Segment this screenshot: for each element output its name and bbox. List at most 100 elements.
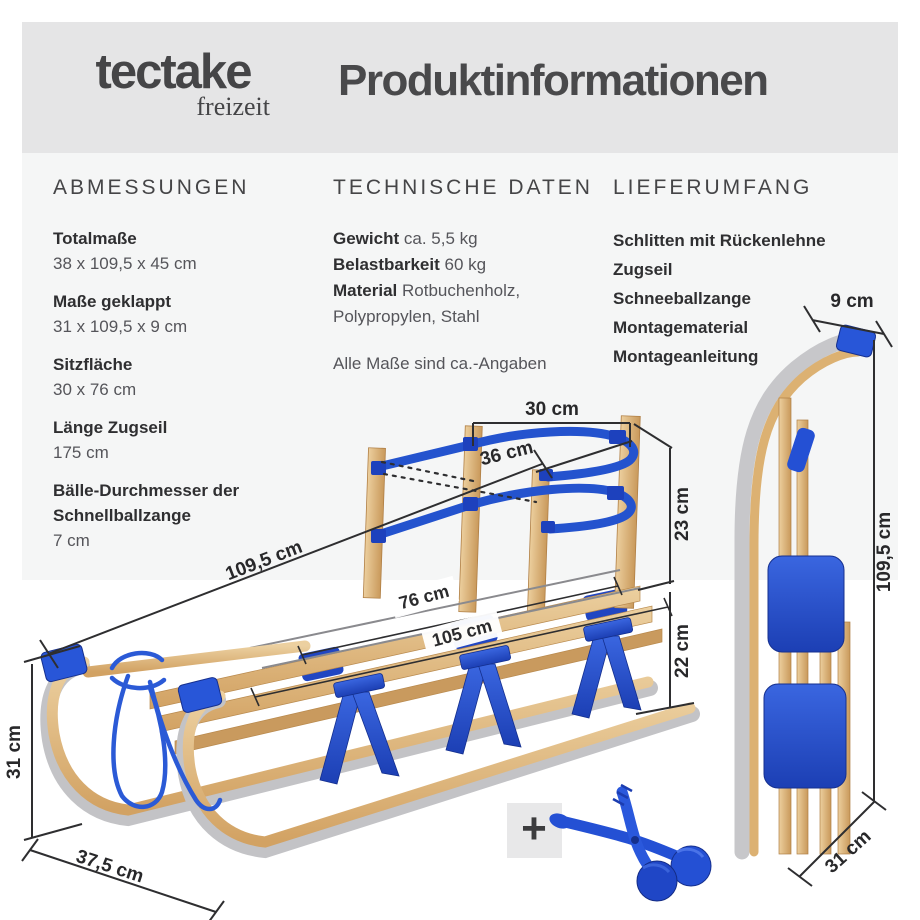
dim-width: 37,5 cm — [21, 838, 225, 920]
dimension-label: Bälle-Durchmesser der Schnellballzange — [53, 481, 240, 525]
support-leg — [351, 691, 400, 777]
dim-seat-height: 22 cm — [635, 592, 695, 715]
pull-rope — [109, 650, 223, 812]
dimension-item: Maße geklappt 31 x 109,5 x 9 cm — [53, 289, 319, 339]
runner-metal-strip — [176, 692, 700, 859]
sled-far-supports — [298, 588, 628, 682]
scope-item: Schneeballzange — [613, 289, 751, 308]
folding-rod — [261, 587, 641, 669]
plus-icon-box — [507, 803, 562, 858]
support-far — [582, 588, 628, 622]
sled-far-runner — [40, 656, 658, 827]
sled-near-runner — [176, 690, 700, 859]
runner-wood — [182, 690, 696, 848]
tool-arm — [616, 786, 664, 884]
tool-pivot — [631, 836, 639, 844]
support-leg — [319, 691, 362, 785]
technical-label: Gewicht — [333, 229, 400, 248]
plus-icon: + — [507, 803, 562, 858]
section-scope-of-delivery: LIEFERUMFANG Schlitten mit Rückenlehne Z… — [613, 176, 879, 371]
runner-metal-strip — [40, 658, 658, 827]
dim-line — [635, 592, 695, 715]
handle-ridge — [612, 797, 625, 807]
technical-row: Gewicht ca. 5,5 kg — [333, 226, 599, 252]
seat-side-rail — [174, 628, 663, 755]
dim-runner-length: 105 cm — [250, 597, 673, 707]
dimension-item: Sitzfläche 30 x 76 cm — [53, 352, 319, 402]
sled-near-supports — [319, 617, 642, 785]
technical-value: Rotbuchenholz, Polypropylen, Stahl — [333, 281, 521, 326]
section-technical-heading: TECHNISCHE DATEN — [333, 176, 593, 199]
technical-note: Alle Maße sind ca.-Angaben — [333, 354, 547, 373]
technical-row: Belastbarkeit 60 kg — [333, 252, 599, 278]
dimension-item: Bälle-Durchmesser der Schnellballzange 7… — [53, 478, 319, 553]
folding-rod — [249, 569, 621, 649]
runner-cap — [177, 677, 223, 713]
plus-icon-glyph: + — [521, 804, 547, 853]
handle-ridge — [616, 790, 629, 800]
dimension-label: Länge Zugseil — [53, 418, 168, 437]
dim-label: 31 cm — [4, 725, 25, 779]
runner-cap — [40, 643, 88, 683]
rope-loop — [147, 679, 223, 812]
technical-label: Belastbarkeit — [333, 255, 440, 274]
dim-label: 31 cm — [821, 826, 875, 878]
front-crossbar — [82, 640, 311, 678]
snowball-maker-illustration — [549, 783, 712, 902]
seat-slat — [159, 605, 653, 733]
dim-line — [250, 597, 673, 707]
dim-label: 22 cm — [672, 624, 693, 678]
dim-label: 105 cm — [430, 615, 494, 650]
scope-item: Schlitten mit Rückenlehne — [613, 231, 826, 250]
tool-handle-ridges — [612, 783, 633, 807]
support-leg — [571, 635, 612, 719]
dim-label: 37,5 cm — [73, 846, 146, 888]
dimension-value: 30 x 76 cm — [53, 380, 137, 399]
rope-knot — [109, 675, 167, 691]
technical-label: Material — [333, 281, 398, 300]
cup-highlight — [676, 847, 705, 858]
scope-item: Montagematerial — [613, 318, 749, 337]
section-technical-data: TECHNISCHE DATEN Gewicht ca. 5,5 kg Bela… — [333, 176, 599, 374]
dimension-item: Totalmaße 38 x 109,5 x 45 cm — [53, 226, 319, 276]
support-leg — [445, 663, 488, 755]
tool-ball-cup — [636, 860, 678, 902]
folded-blue-support — [763, 683, 847, 789]
dim-seat-length: 76 cm — [297, 575, 623, 665]
handle-ridge — [620, 783, 633, 793]
dim-label: 76 cm — [397, 581, 451, 614]
section-dimensions-heading: ABMESSUNGEN — [53, 176, 250, 199]
technical-row: Material Rotbuchenholz, Polypropylen, St… — [333, 278, 599, 330]
header-band: tectake freizeit Produktinformationen — [22, 22, 898, 153]
support-far — [450, 614, 498, 650]
dim-line — [21, 838, 225, 920]
support-top — [459, 645, 511, 670]
dim-front-height: 31 cm — [4, 645, 83, 841]
rope-loop — [111, 673, 168, 809]
support-leg — [601, 635, 642, 711]
folded-slat — [837, 621, 851, 855]
page-title: Produktinformationen — [338, 56, 769, 105]
sled-metal-rods — [249, 569, 641, 669]
section-scope-heading: LIEFERUMFANG — [613, 176, 813, 199]
scope-item: Montageanleitung — [613, 347, 759, 366]
dimension-label: Maße geklappt — [53, 292, 172, 311]
dimension-item: Länge Zugseil 175 cm — [53, 415, 319, 465]
technical-value: 60 kg — [444, 255, 487, 274]
support-top — [333, 673, 385, 698]
sled-seat — [149, 585, 663, 755]
brand-logo-secondary: freizeit — [196, 92, 270, 121]
dimension-value: 175 cm — [53, 443, 109, 462]
dim-line — [23, 645, 83, 841]
dimension-value: 38 x 109,5 x 45 cm — [53, 254, 197, 273]
seat-slat — [149, 585, 641, 710]
dim-line — [297, 576, 623, 665]
dim-line — [787, 791, 887, 887]
tool-arm-tip — [549, 813, 571, 829]
dim-chip — [420, 610, 504, 656]
tool-ball-cup — [670, 845, 712, 887]
support-far — [298, 646, 344, 682]
runner-wood — [46, 656, 654, 816]
dim-chip — [388, 575, 460, 619]
